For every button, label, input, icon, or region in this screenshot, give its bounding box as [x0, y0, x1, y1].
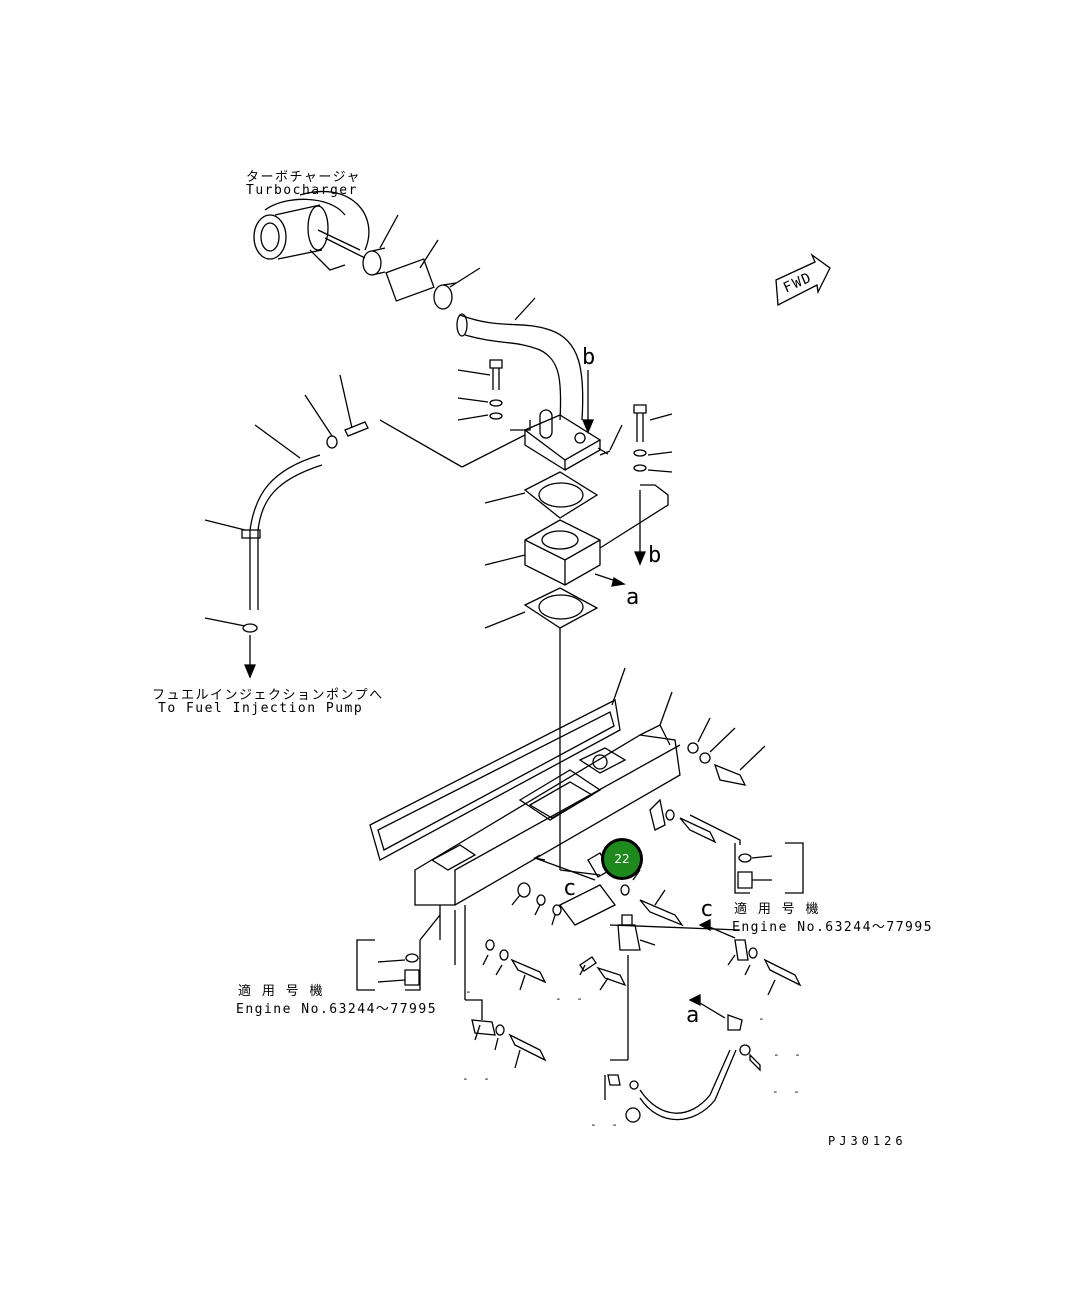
part-dash: - - [772, 1085, 804, 1098]
fuel-hose [205, 375, 462, 677]
applicable-engine-label-jp-left: 適 用 号 機 [238, 984, 324, 999]
bolt-set-right [600, 405, 672, 564]
drawing-code: PJ30126 [828, 1134, 907, 1148]
applicable-engine-label-jp-right: 適 用 号 機 [734, 902, 820, 917]
part-dash: - - [462, 1072, 494, 1085]
part-dash: - [465, 985, 476, 998]
fuel-pump-label-jp: フュエルインジェクションポンプへ [152, 688, 384, 703]
turbocharger-label-jp: ターボチャージャ [246, 170, 361, 185]
ref-label-b-bottom: b [648, 543, 662, 568]
ref-label-a-top: a [626, 585, 640, 610]
hose-parts [363, 215, 480, 309]
turbocharger-drawing [254, 191, 369, 270]
bottom-left-bolts [440, 905, 740, 1068]
part-dash: - - [773, 1048, 805, 1061]
applicable-engine-label-en-left: Engine No.63244～77995 [236, 1002, 438, 1017]
part-callout-badge[interactable]: 22 [601, 838, 643, 880]
part-dash: - - [555, 992, 587, 1005]
part-dash: - - [590, 1118, 622, 1131]
gasket-and-connector [485, 472, 624, 870]
turbocharger-label-en: Turbocharger [246, 183, 358, 198]
ref-arrow-b-top [583, 370, 593, 432]
intake-manifold [415, 692, 680, 905]
ref-label-c-right: c [700, 897, 714, 922]
fwd-arrow-icon [776, 255, 830, 305]
manifold-bolts [650, 718, 765, 845]
elbow-pipe [457, 298, 622, 470]
applicable-engine-label-en-right: Engine No.63244～77995 [732, 920, 934, 935]
inset-box-right [735, 843, 803, 893]
ref-label-b-top: b [582, 345, 596, 370]
manifold-gasket [370, 668, 625, 860]
ref-label-c-left: c [563, 876, 577, 901]
part-dash: - [758, 1012, 769, 1025]
bolt-set-left [458, 360, 530, 467]
bottom-right-bolts [700, 920, 800, 995]
inset-box-left [357, 915, 440, 990]
ref-label-a-bottom: a [686, 1003, 700, 1028]
lower-bracket-sensor [512, 870, 760, 1122]
fuel-pump-label-en: To Fuel Injection Pump [158, 701, 364, 716]
